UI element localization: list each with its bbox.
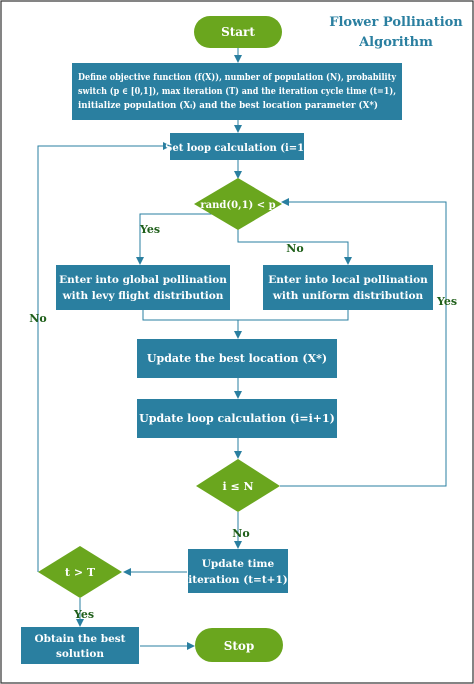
title-line-1: Flower Pollination (329, 15, 463, 30)
i-decision-label: i ≤ N (222, 480, 253, 493)
title-line-2: Algorithm (358, 35, 433, 50)
start-terminal: Start (194, 16, 282, 48)
update-time-line-1: Update time (202, 558, 275, 570)
start-label: Start (221, 25, 255, 39)
local-line-2: with uniform distribution (272, 290, 424, 302)
obtain-line-2: solution (56, 648, 104, 660)
t-decision: t > T (38, 546, 122, 598)
set-loop-process: Set loop calculation (i=1) (165, 133, 309, 160)
stop-terminal: Stop (195, 628, 283, 662)
label-no-i: No (232, 527, 249, 540)
set-loop-label: Set loop calculation (i=1) (165, 143, 309, 154)
arrow-rand-local (237, 230, 352, 265)
label-yes-global: Yes (139, 223, 160, 236)
update-loop-label: Update loop calculation (i=i+1) (139, 412, 335, 425)
update-best-process: Update the best location (X*) (137, 339, 337, 378)
define-line-2: switch (p ∈ [0,1]), max iteration (T) an… (78, 86, 396, 97)
label-yes-t: Yes (73, 608, 94, 621)
update-best-label: Update the best location (X*) (147, 352, 327, 365)
define-process: Define objective function (f(X)), number… (72, 63, 402, 120)
label-no-local: No (286, 242, 303, 255)
local-pollination-process: Enter into local pollination with unifor… (263, 265, 433, 310)
global-line-2: with levy flight distribution (62, 290, 224, 302)
t-decision-label: t > T (65, 566, 96, 579)
local-line-1: Enter into local pollination (268, 274, 428, 286)
arrow-rand-global (136, 213, 239, 265)
define-line-3: initialize population (Xᵢ) and the best … (78, 100, 378, 111)
update-time-process: Update time iteration (t=t+1) (188, 549, 288, 593)
global-pollination-process: Enter into global pollination with levy … (56, 265, 230, 310)
obtain-process: Obtain the best solution (21, 627, 139, 664)
update-loop-process: Update loop calculation (i=i+1) (137, 399, 337, 438)
merge-line (142, 310, 349, 321)
label-no-left: No (29, 312, 46, 325)
arrow-t-no-loop (37, 142, 171, 572)
rand-decision: rand(0,1) < p (194, 178, 282, 230)
update-time-line-2: iteration (t=t+1) (188, 574, 288, 586)
obtain-line-1: Obtain the best (34, 633, 125, 645)
stop-label: Stop (224, 639, 255, 653)
i-decision: i ≤ N (196, 459, 280, 512)
rand-decision-label: rand(0,1) < p (200, 200, 275, 211)
define-line-1: Define objective function (f(X)), number… (78, 72, 397, 83)
label-yes-right: Yes (436, 295, 457, 308)
arrow-i-yes-loop (280, 198, 447, 487)
global-line-1: Enter into global pollination (59, 274, 227, 286)
